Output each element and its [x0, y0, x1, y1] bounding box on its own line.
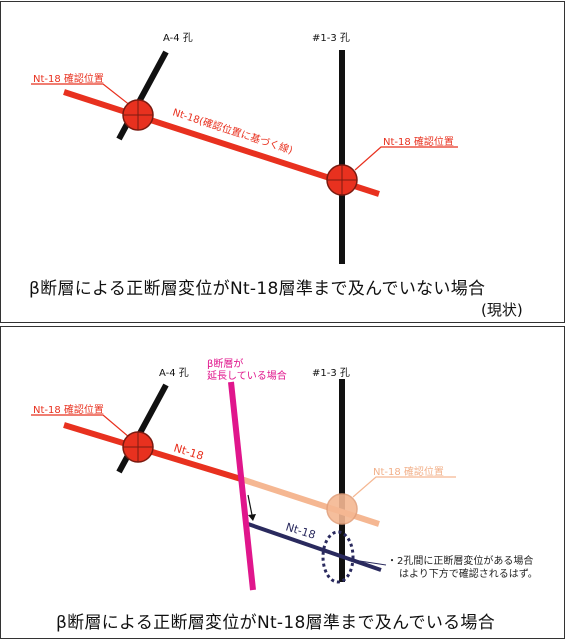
- projected-point-13: [326, 493, 358, 525]
- borehole-a4-label: A-4 孔: [163, 33, 193, 44]
- callout-right-text: Nt-18 確認位置: [373, 467, 444, 478]
- beta-label-line2: 延長している場合: [207, 371, 287, 382]
- callout-left-leader: [31, 414, 130, 438]
- borehole-13-label: #1-3 孔: [312, 33, 350, 44]
- nt18-lower-line: [247, 522, 382, 572]
- callout-right-leader: [352, 476, 456, 498]
- panel-fault-extends-case: Nt-18 Nt-18 A-4 孔 #1-3 孔 β断層が 延長している場合 N…: [0, 326, 565, 639]
- caption-current: β断層による正断層変位がNt-18層準まで及んでいない場合: [29, 279, 486, 299]
- callout-left-leader: [31, 83, 132, 107]
- expected-zone-ellipse: [321, 530, 355, 584]
- beta-label-line1: β断層が: [207, 359, 244, 370]
- nt18-line: [63, 89, 380, 197]
- displacement-arrowhead: [248, 514, 256, 521]
- callout-right-leader: [354, 146, 458, 171]
- borehole-a4-label: A-4 孔: [159, 368, 189, 379]
- note-leader: [352, 559, 387, 566]
- panel-current-case: Nt-18(確認位置に基づく線) A-4 孔 #1-3 孔 Nt-18 確認位置…: [0, 1, 565, 323]
- callout-left-text: Nt-18 確認位置: [33, 405, 104, 416]
- nt18-projected-line: [240, 476, 380, 527]
- beta-fault-line: [228, 381, 256, 591]
- displacement-arrow: [247, 494, 253, 516]
- callout-right-text: Nt-18 確認位置: [383, 137, 454, 148]
- borehole-13-label: #1-3 孔: [312, 368, 350, 379]
- note-line1: ・2孔間に正断層変位がある場合: [387, 556, 534, 567]
- top-diagram: Nt-18(確認位置に基づく線): [31, 50, 458, 264]
- caption-status: (現状): [481, 301, 523, 319]
- note-line2: はより下方で確認されるはず。: [399, 569, 538, 580]
- caption-extends: β断層による正断層変位がNt-18層準まで及んでいる場合: [56, 613, 496, 633]
- bottom-diagram: Nt-18 Nt-18: [31, 379, 456, 591]
- callout-left-text: Nt-18 確認位置: [33, 74, 104, 85]
